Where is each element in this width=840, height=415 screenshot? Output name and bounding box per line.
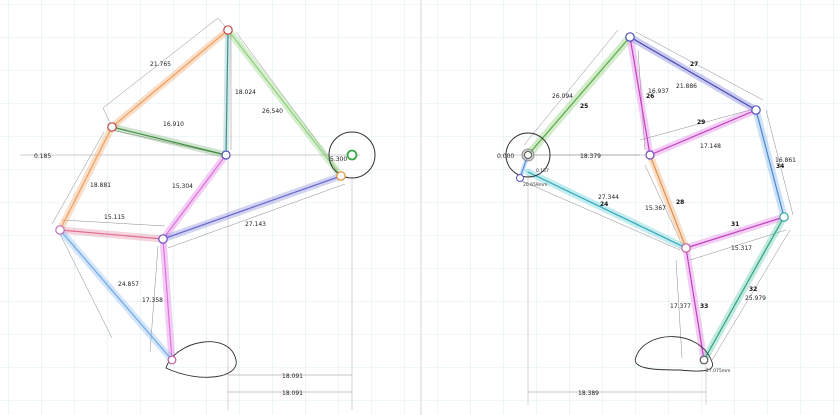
crank-joint[interactable]: [516, 174, 524, 182]
link-id: 25: [580, 103, 588, 110]
left-joints: [55, 25, 358, 365]
link-id: 32: [749, 286, 757, 293]
dim-label: 21.886: [676, 83, 697, 90]
dim-label: 5.300: [330, 156, 347, 163]
right-links: [518, 33, 788, 364]
dim-label: 18.379: [580, 153, 601, 160]
dim-label: 0.185: [34, 153, 51, 160]
dim-label: 18.091: [282, 373, 303, 380]
dim-label: 15.304: [172, 183, 193, 190]
left-dimension-lines: [51, 17, 352, 393]
joint[interactable]: [158, 234, 168, 244]
dim-label: 27.143: [245, 221, 266, 228]
link-id: 33: [700, 303, 708, 310]
crank-pivot[interactable]: [346, 149, 358, 161]
foot-trajectory: [165, 341, 237, 378]
right-panel: 26.094 21.886 16.937 0.000 18.379 17.148…: [497, 29, 796, 405]
link-id: 27: [690, 61, 698, 68]
right-grid: [423, 0, 840, 415]
joint[interactable]: [55, 225, 65, 235]
joint[interactable]: [625, 32, 635, 42]
dim-label: 15.317: [731, 245, 752, 252]
crank-circle: [505, 132, 551, 178]
link-id: 24: [600, 201, 608, 208]
dim-label: 0.157: [536, 168, 549, 174]
dim-label: 27.344: [598, 194, 619, 201]
left-links: [56, 26, 345, 364]
left-grid: [0, 0, 420, 415]
dim-label: 17.358: [142, 297, 163, 304]
dim-label: 0.000: [497, 153, 514, 160]
dim-label: 20.659mm: [523, 182, 548, 188]
joint[interactable]: [336, 171, 346, 181]
dim-label: 15.115: [104, 214, 125, 221]
dim-label: 26.094: [552, 93, 573, 100]
right-dimension-labels: 26.094 21.886 16.937 0.000 18.379 17.148…: [497, 83, 796, 397]
foot-joint[interactable]: [167, 355, 177, 365]
dim-label: 18.091: [282, 390, 303, 397]
crank-circle: [328, 131, 376, 179]
dim-label: 18.881: [90, 182, 111, 189]
joint[interactable]: [107, 122, 117, 132]
foot-trajectory: [634, 336, 714, 372]
dim-label: 27.075mm: [706, 368, 731, 374]
joint[interactable]: [751, 105, 761, 115]
fixed-pivot[interactable]: [645, 150, 655, 160]
dim-label: 18.024: [235, 89, 256, 96]
dim-label: 24.857: [118, 281, 139, 288]
dim-label: 16.910: [163, 121, 184, 128]
fixed-pivot[interactable]: [221, 150, 231, 160]
dim-label: 26.540: [262, 108, 283, 115]
crank-pivot[interactable]: [524, 151, 532, 159]
dim-label: 25.979: [745, 295, 766, 302]
dim-label: 16.937: [648, 88, 669, 95]
dim-label: 21.765: [150, 61, 171, 68]
right-link-ids: 25 27 29 34 24 26 28 31 32 33: [580, 61, 784, 310]
dim-label: 18.389: [578, 390, 599, 397]
dim-label: 17.377: [670, 303, 691, 310]
right-joints: [516, 32, 789, 365]
joint[interactable]: [681, 243, 691, 253]
link-id: 26: [646, 93, 654, 100]
dim-label: 16.861: [775, 157, 796, 164]
link-id: 34: [776, 163, 784, 170]
link-id: 28: [676, 199, 684, 206]
joint[interactable]: [223, 25, 233, 35]
dim-label: 15.367: [645, 205, 666, 212]
joint[interactable]: [779, 212, 789, 222]
right-dimension-lines: [519, 29, 794, 393]
foot-joint[interactable]: [699, 355, 709, 365]
link-id: 31: [731, 221, 739, 228]
dim-label: 17.148: [700, 143, 721, 150]
left-panel: 21.765 18.024 16.910 26.540 0.185 5.300 …: [20, 17, 376, 410]
link-id: 29: [697, 119, 705, 126]
left-dimension-labels: 21.765 18.024 16.910 26.540 0.185 5.300 …: [34, 61, 347, 397]
